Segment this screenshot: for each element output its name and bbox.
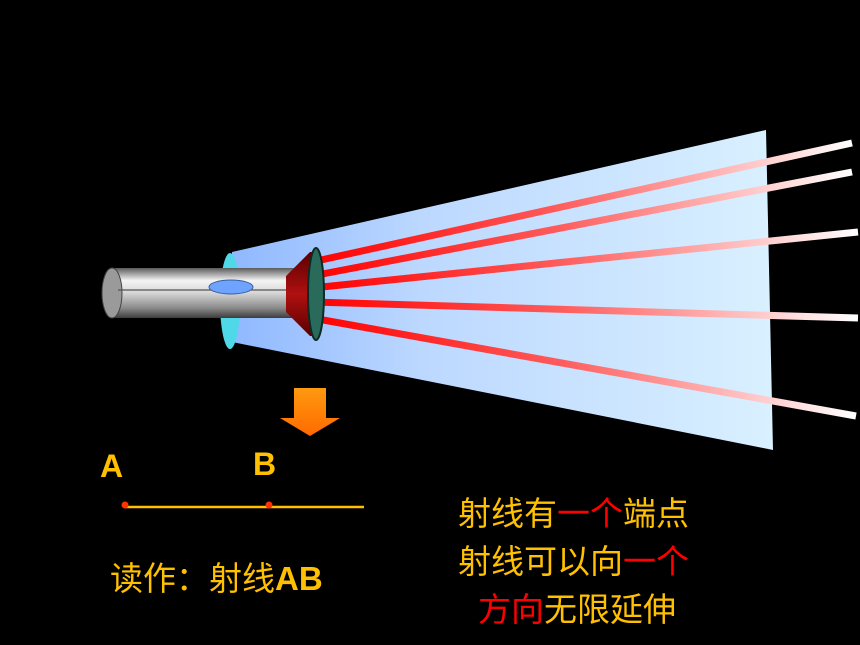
flashlight-icon: [101, 247, 325, 349]
desc-3-part2: 无限延伸: [544, 590, 676, 629]
desc-2-part1: 射线可以向: [458, 542, 623, 581]
ray-5: [311, 314, 857, 420]
point-b-dot: [265, 501, 273, 509]
point-a-label: A: [100, 448, 124, 484]
point-a-dot: [121, 501, 129, 509]
flashlight-switch: [208, 279, 254, 295]
desc-2-highlight: 一个: [623, 542, 689, 581]
ray-4: [311, 298, 859, 322]
desc-3-highlight: 方向: [478, 590, 544, 629]
ray-name: AB: [275, 560, 323, 597]
desc-1-part2: 端点: [623, 494, 689, 533]
desc-1-part1: 射线有: [458, 494, 557, 533]
read-as-text: 读作：射线AB: [110, 552, 323, 600]
ray-2: [311, 168, 853, 280]
desc-1-highlight: 一个: [557, 494, 623, 533]
description-line-3: 方向无限延伸: [478, 583, 676, 631]
description-line-1: 射线有一个端点: [458, 487, 689, 535]
ray-1: [311, 139, 853, 266]
read-as-prefix: 读作：射线: [110, 560, 275, 597]
point-b-label: B: [253, 446, 277, 482]
description-line-2: 射线可以向一个: [458, 535, 689, 583]
light-rays: [311, 139, 859, 420]
down-arrow-icon: [280, 388, 340, 436]
ray-3: [311, 228, 859, 292]
